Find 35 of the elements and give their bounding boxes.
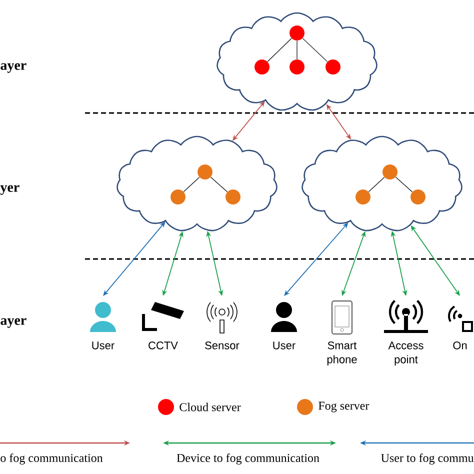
connector-line	[302, 38, 328, 62]
server-dot	[356, 190, 370, 204]
device-label: Sensor	[205, 342, 240, 350]
connector-line	[183, 176, 200, 192]
device-label: CCTV	[148, 342, 178, 350]
legend-text: Fog server	[318, 402, 370, 412]
server-dot	[254, 60, 270, 74]
device-label: User	[273, 342, 296, 350]
connector-line	[368, 176, 385, 192]
server-dot	[410, 190, 426, 204]
server-dot	[226, 190, 240, 204]
device-label: Smart phone	[327, 342, 357, 366]
server-dot	[382, 164, 398, 180]
connector-line	[296, 40, 298, 60]
legend-text: Cloud server	[180, 402, 241, 412]
device-label: User	[92, 342, 114, 350]
cloud	[216, 12, 378, 111]
server-dot	[326, 60, 340, 74]
server-dot	[198, 164, 212, 180]
layer-label: ayer	[0, 63, 26, 73]
connector-line	[267, 38, 292, 62]
server-dot	[170, 190, 186, 204]
legend-text: Device to fog communication	[176, 453, 320, 465]
layer-label: yer	[0, 185, 20, 195]
device-label: On	[453, 342, 467, 350]
layer-label: ayer	[0, 318, 26, 328]
device-label: Access point	[388, 342, 424, 366]
legend-text: User to fog commu	[381, 453, 474, 465]
connector-line	[395, 176, 413, 192]
legend-text: o fog communication	[0, 453, 103, 465]
connector-line	[210, 176, 228, 192]
server-dot	[290, 60, 304, 74]
cloud	[116, 136, 278, 232]
server-dot	[290, 26, 304, 40]
cloud	[302, 136, 462, 232]
